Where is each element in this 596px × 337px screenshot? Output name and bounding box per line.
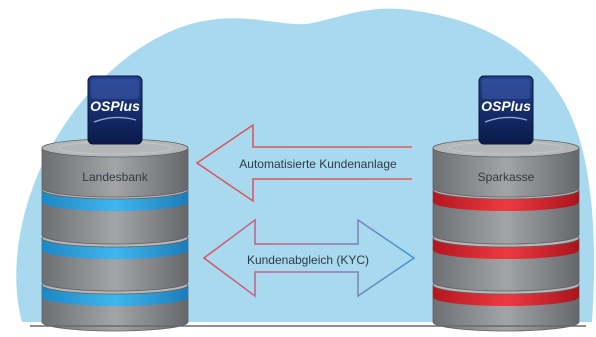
osplus-logo-gloss	[91, 79, 139, 99]
osplus-logo-swoosh	[484, 116, 528, 123]
customer-matching-double-arrow	[202, 218, 416, 298]
landesbank-database-stack: Landesbank OSPlus	[41, 75, 189, 332]
left-disk-color-band	[42, 285, 188, 306]
osplus-logo-text: OSPlus	[90, 98, 140, 114]
arrow-label-kyc-matching: Kundenabgleich (KYC)	[247, 253, 369, 267]
right-disk-body	[432, 147, 580, 198]
double-arrow-outline	[202, 218, 416, 298]
osplus-logo-swoosh	[93, 116, 137, 123]
automated-customer-creation-arrow	[195, 123, 412, 203]
left-database-disk	[41, 138, 189, 198]
osplus-logo-text: OSPlus	[481, 98, 531, 114]
sparkasse-database-stack: Sparkasse OSPlus	[432, 75, 580, 332]
right-disk-color-band	[433, 238, 579, 259]
left-disk-color-band	[42, 238, 188, 259]
left-disk-color-band	[42, 190, 188, 211]
left-disk-body	[41, 147, 189, 198]
arrow-left-outline	[195, 123, 412, 203]
osplus-logo-gloss	[482, 79, 530, 99]
right-stack-label: Sparkasse	[478, 170, 535, 184]
osplus-logo-icon: OSPlus	[478, 75, 534, 145]
right-disk-color-band	[433, 285, 579, 306]
right-database-disk	[432, 138, 580, 198]
arrow-label-automated-customer-creation: Automatisierte Kundenanlage	[239, 157, 397, 171]
osplus-logo-icon: OSPlus	[87, 75, 143, 145]
right-disk-color-band	[433, 190, 579, 211]
left-stack-label: Landesbank	[82, 170, 148, 184]
